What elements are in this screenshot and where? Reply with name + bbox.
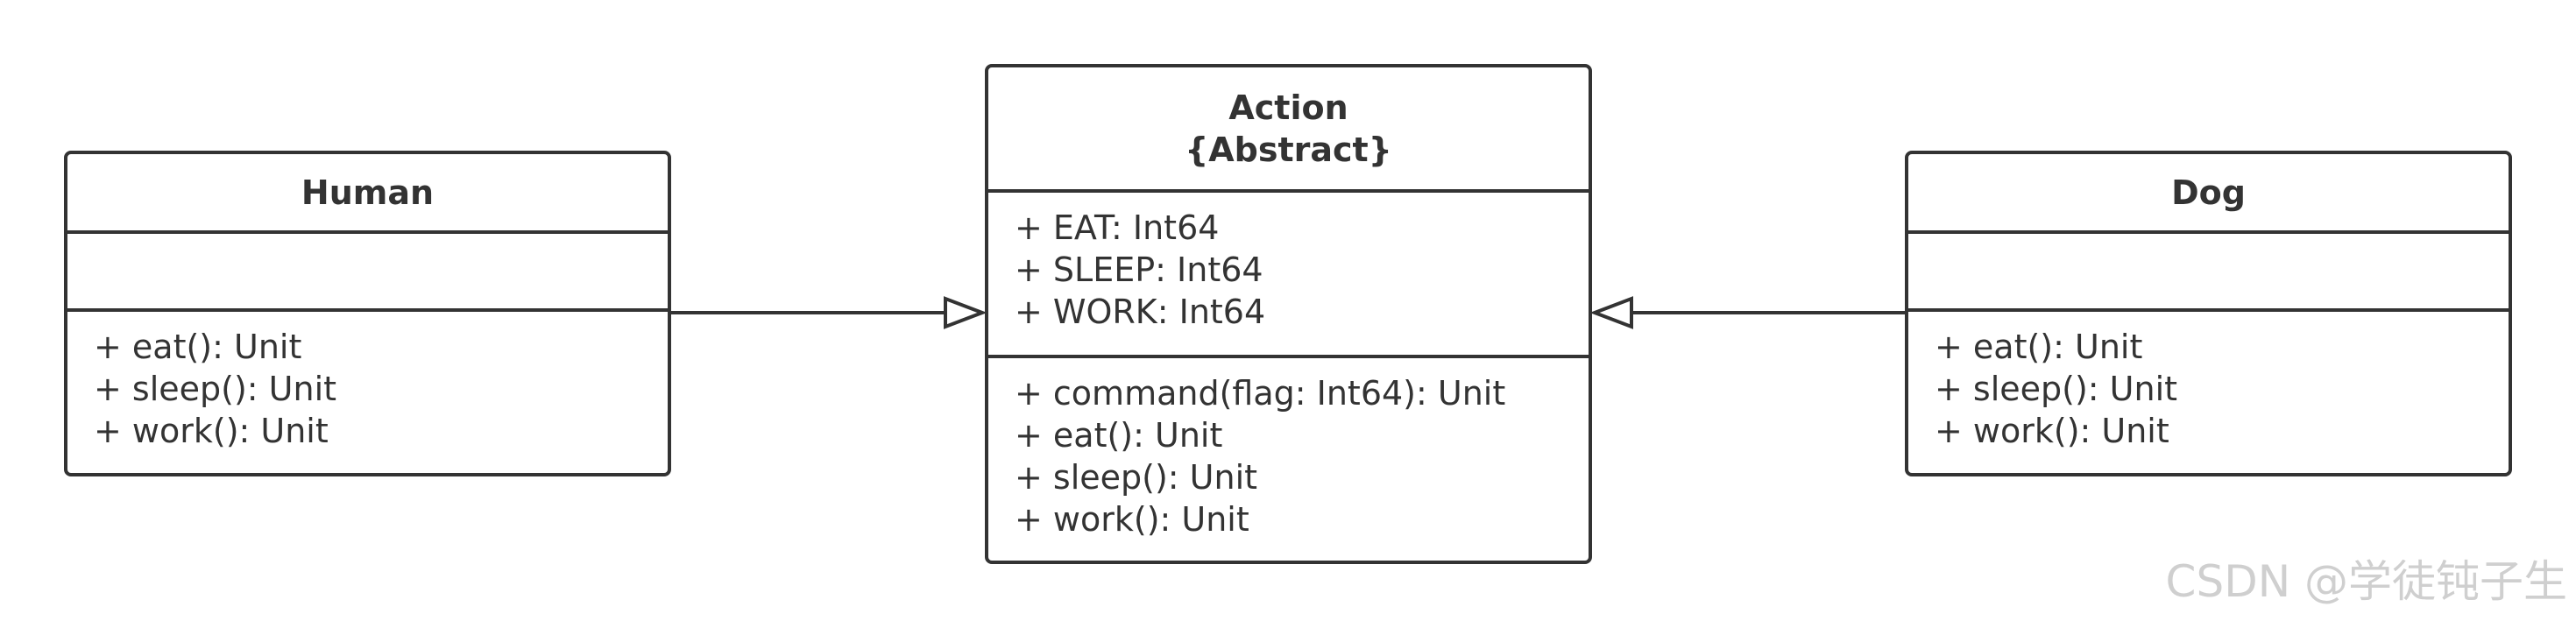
action-attribute: + WORK: Int64 [1015,293,1266,331]
dog-class[interactable]: Dog + eat(): Unit + sleep(): Unit + work… [1905,151,2512,476]
dog-method: + sleep(): Unit [1935,370,2178,408]
human-method: + eat(): Unit [94,328,302,366]
action-class-stereotype: {Abstract} [1185,130,1392,169]
action-attribute: + EAT: Int64 [1015,208,1220,247]
human-class[interactable]: Human + eat(): Unit + sleep(): Unit + wo… [64,151,671,476]
dog-to-action-arrowhead [1589,296,1633,329]
action-method: + eat(): Unit [1015,416,1223,455]
action-attributes-section: + EAT: Int64 + SLEEP: Int64 + WORK: Int6… [988,193,1589,358]
human-methods-section: + eat(): Unit + sleep(): Unit + work(): … [67,312,668,452]
action-class[interactable]: Action {Abstract} + EAT: Int64 + SLEEP: … [985,64,1592,564]
action-attribute: + SLEEP: Int64 [1015,250,1263,289]
human-to-action-arrowhead [944,296,987,329]
action-method: + sleep(): Unit [1015,458,1258,497]
human-method: + sleep(): Unit [94,370,337,408]
dog-methods-section: + eat(): Unit + sleep(): Unit + work(): … [1908,312,2509,452]
action-class-name: Action [1228,88,1348,127]
dog-method: + eat(): Unit [1935,328,2143,366]
human-class-name: Human [301,173,435,212]
human-class-header: Human [67,154,668,234]
dog-class-name: Dog [2171,173,2246,212]
human-attributes-section [67,234,668,312]
watermark-text: CSDN @学徒钝子生 [2165,556,2567,607]
dog-method: + work(): Unit [1935,412,2169,450]
action-method: + work(): Unit [1015,500,1249,539]
action-method: + command(flag: Int64): Unit [1015,374,1506,413]
dog-class-header: Dog [1908,154,2509,234]
action-class-header: Action {Abstract} [988,67,1589,193]
action-methods-section: + command(flag: Int64): Unit + eat(): Un… [988,358,1589,540]
human-method: + work(): Unit [94,412,329,450]
dog-attributes-section [1908,234,2509,312]
